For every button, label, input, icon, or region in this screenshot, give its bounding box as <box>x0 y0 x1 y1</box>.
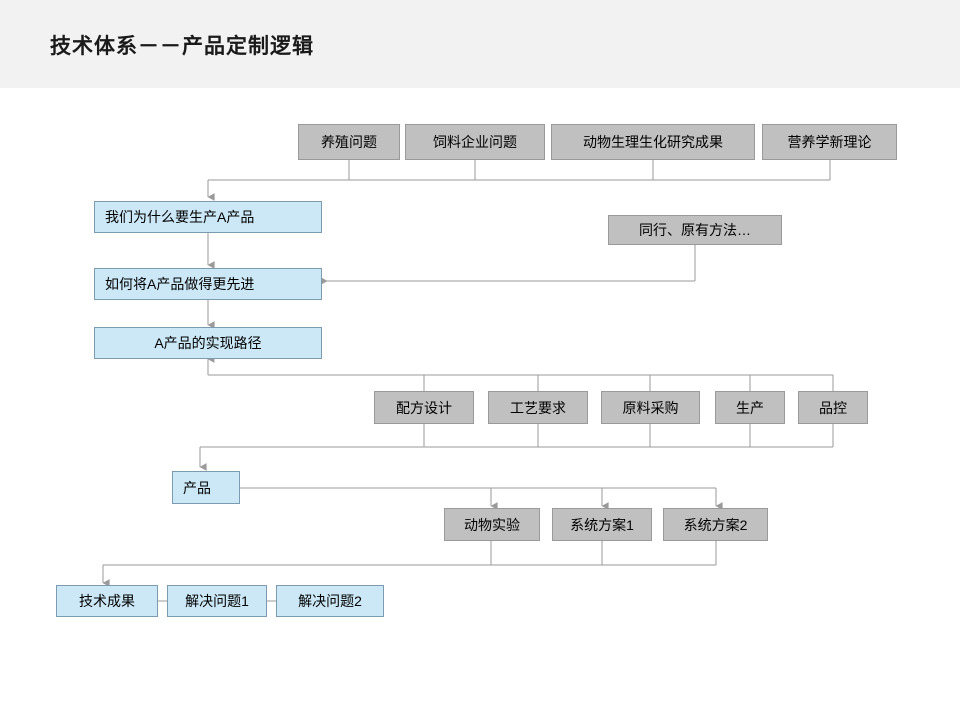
node-animal-trial[interactable]: 动物实验 <box>444 508 540 541</box>
node-label: 技术成果 <box>79 593 135 609</box>
node-label: 原料采购 <box>622 399 679 416</box>
node-label: 工艺要求 <box>510 399 566 416</box>
node-label: 品控 <box>819 399 847 416</box>
node-label: 配方设计 <box>396 399 452 416</box>
node-a-realization-path[interactable]: A产品的实现路径 <box>94 327 322 359</box>
node-label: 解决问题1 <box>185 593 249 609</box>
node-label: 饲料企业问题 <box>433 134 517 150</box>
node-label: 我们为什么要生产A产品 <box>105 209 255 225</box>
node-peer-existing-methods[interactable]: 同行、原有方法… <box>608 215 782 245</box>
node-label: 养殖问题 <box>321 134 377 150</box>
node-quality-control[interactable]: 品控 <box>798 391 868 424</box>
node-product[interactable]: 产品 <box>172 471 240 504</box>
node-farming-issue[interactable]: 养殖问题 <box>298 124 400 160</box>
node-system-plan-2[interactable]: 系统方案2 <box>663 508 768 541</box>
node-feed-enterprise-issue[interactable]: 饲料企业问题 <box>405 124 545 160</box>
node-solve-problem-2[interactable]: 解决问题2 <box>276 585 384 617</box>
node-label: 产品 <box>183 479 211 496</box>
node-material-procurement[interactable]: 原料采购 <box>601 391 700 424</box>
node-process-requirement[interactable]: 工艺要求 <box>488 391 588 424</box>
node-production[interactable]: 生产 <box>715 391 785 424</box>
page-title: 技术体系－－产品定制逻辑 <box>50 35 314 58</box>
node-solve-problem-1[interactable]: 解决问题1 <box>167 585 267 617</box>
node-label: A产品的实现路径 <box>154 335 262 351</box>
node-label: 解决问题2 <box>298 593 362 609</box>
connector-inputs-to-bus <box>208 160 831 181</box>
connector-process-to-path <box>207 355 834 391</box>
node-label: 生产 <box>736 399 764 416</box>
node-system-plan-1[interactable]: 系统方案1 <box>552 508 652 541</box>
node-formula-design[interactable]: 配方设计 <box>374 391 474 424</box>
connector-reference-to-how <box>320 245 696 285</box>
node-label: 同行、原有方法… <box>639 222 751 238</box>
node-label: 系统方案1 <box>570 516 634 533</box>
node-label: 系统方案2 <box>683 516 748 533</box>
connector-process-to-product <box>199 424 834 471</box>
node-label: 营养学新理论 <box>787 134 872 150</box>
node-technical-achievement[interactable]: 技术成果 <box>56 585 158 617</box>
node-label: 动物生理生化研究成果 <box>583 134 723 150</box>
title-band <box>0 0 960 88</box>
node-why-produce-a[interactable]: 我们为什么要生产A产品 <box>94 201 322 233</box>
connector-validation-to-outcome <box>102 541 717 587</box>
node-nutrition-new-theory[interactable]: 营养学新理论 <box>762 124 897 160</box>
connector-product-to-validation <box>240 487 723 510</box>
node-animal-physiology-research[interactable]: 动物生理生化研究成果 <box>551 124 755 160</box>
node-how-advance-a[interactable]: 如何将A产品做得更先进 <box>94 268 322 300</box>
node-label: 动物实验 <box>464 516 520 533</box>
node-label: 如何将A产品做得更先进 <box>105 276 255 292</box>
